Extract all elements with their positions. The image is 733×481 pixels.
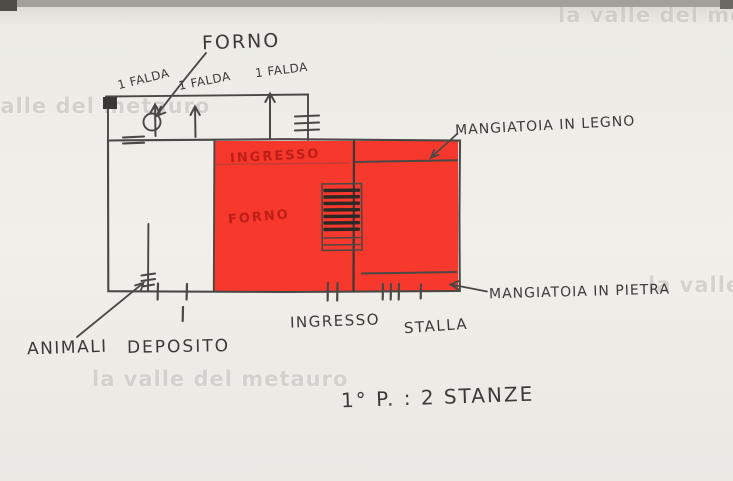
animali-leader-head xyxy=(134,281,145,293)
falda-arrow-2-head xyxy=(189,104,201,116)
wall-deposito-divider xyxy=(212,139,216,292)
falda-arrows xyxy=(149,91,276,140)
forno-leader-line xyxy=(156,52,207,116)
stairs-outline xyxy=(321,182,363,252)
animali-leader-line xyxy=(76,283,143,338)
staircase xyxy=(321,182,363,252)
stairs-steps xyxy=(323,188,361,232)
falda-arrow-1-head xyxy=(149,102,161,114)
roof-top-line xyxy=(105,93,309,98)
door-ticks xyxy=(156,281,423,323)
falda-arrow-2-shaft xyxy=(194,106,197,138)
forno-leader-head xyxy=(154,105,167,118)
label-ingresso: INGRESSO xyxy=(289,310,381,332)
hatch-flue-2 xyxy=(293,121,321,125)
pietra-leader-head xyxy=(448,280,460,291)
pencil-lines xyxy=(76,52,488,338)
watermark-bottom: la valle del metauro xyxy=(92,367,349,391)
scan-top-strip xyxy=(0,0,733,7)
hatch-animali-3 xyxy=(141,283,156,288)
label-animali: ANIMALI xyxy=(26,336,108,360)
falda-arrow-1-shaft xyxy=(154,104,157,137)
falda-arrow-3-head xyxy=(264,91,276,103)
legno-leader-head xyxy=(429,148,440,160)
manger-wood-line xyxy=(354,159,458,163)
building-outline xyxy=(106,138,462,294)
watermark-right: la valle del metauro xyxy=(648,273,733,297)
hatch-topleft-2 xyxy=(121,141,146,145)
scan-corner-right xyxy=(720,0,733,9)
label-deposito: DEPOSITO xyxy=(126,336,231,358)
hatch-flue-1 xyxy=(293,114,321,118)
scan-corner-left xyxy=(0,0,17,11)
hatch-animali-2 xyxy=(140,277,157,283)
manger-stone-line xyxy=(361,271,457,275)
hatch-animali-1 xyxy=(140,272,157,277)
manger-wood-line-faint xyxy=(215,162,351,166)
scan-edge-artifacts xyxy=(0,0,733,11)
oven-circle xyxy=(142,112,162,132)
pietra-leader-line xyxy=(450,283,488,293)
hatch-flue-3 xyxy=(293,128,321,132)
label-forno: FORNO xyxy=(201,29,281,55)
chimney-square xyxy=(103,97,117,109)
hatch-marks xyxy=(121,114,321,288)
leader-arrows xyxy=(76,52,488,338)
hatch-topleft-1 xyxy=(121,135,146,139)
legno-leader-line xyxy=(430,133,458,159)
